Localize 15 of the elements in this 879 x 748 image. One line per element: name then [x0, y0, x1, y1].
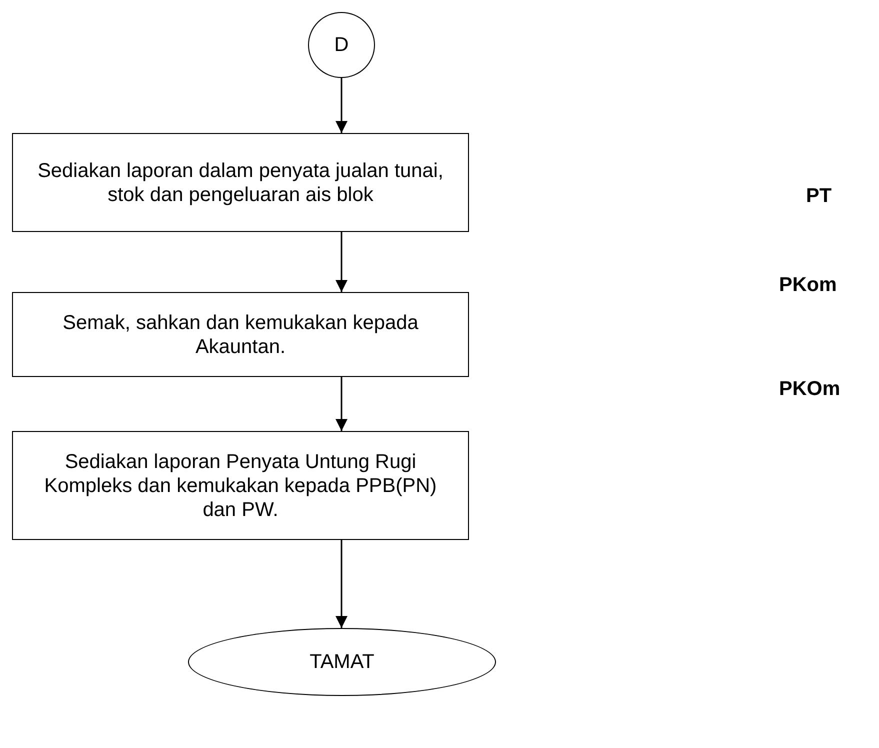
process-box	[12, 133, 469, 232]
arrow	[336, 377, 348, 431]
process-box	[12, 431, 469, 540]
role-label: PT	[806, 185, 832, 208]
step-text: Sediakan laporan dalam penyata jualan tunai, stok dan pengeluaran ais blok	[36, 158, 444, 206]
arrow	[336, 78, 348, 133]
step-text: Semak, sahkan dan kemukakan kepada Akauntan.	[62, 310, 420, 358]
step-text: D	[334, 33, 349, 57]
step-text: Sediakan laporan Penyata Untung Rugi Kompleks dan kemukakan kepada PPB(PN) dan PW.	[43, 450, 438, 522]
arrow	[336, 540, 348, 628]
role-label: PKOm	[779, 378, 840, 401]
arrow	[336, 232, 348, 292]
process-box	[12, 292, 469, 377]
role-label: PKom	[779, 274, 837, 297]
step-text: TAMAT	[310, 650, 374, 674]
